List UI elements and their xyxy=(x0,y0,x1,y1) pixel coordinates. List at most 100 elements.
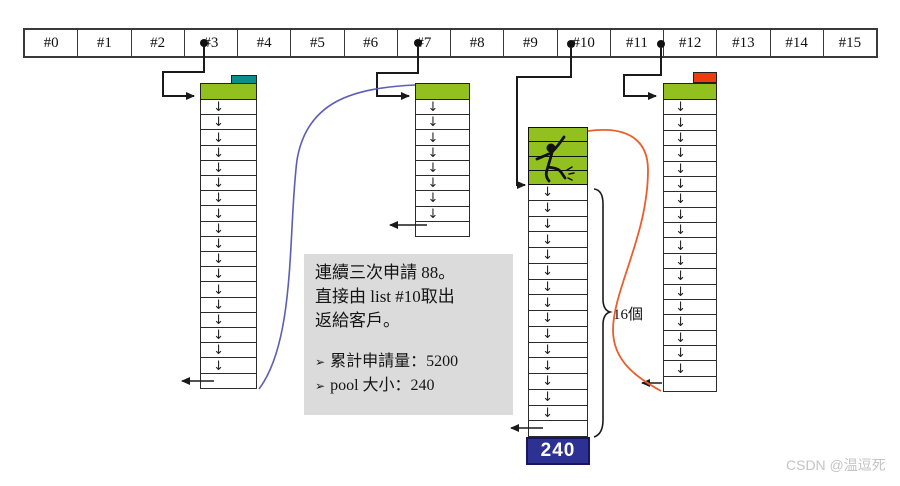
next-pointer-arrow: ↓ xyxy=(675,284,687,300)
next-pointer-arrow: ↓ xyxy=(675,161,687,177)
free-block: ↓ xyxy=(201,161,256,177)
free-block: ↓ xyxy=(201,282,256,298)
next-pointer-arrow: ↓ xyxy=(542,185,553,201)
free-block: ↓ xyxy=(664,177,716,193)
next-pointer-arrow: ↓ xyxy=(542,248,553,264)
free-block: ↓ xyxy=(529,280,587,296)
free-block: ↓ xyxy=(416,191,469,207)
free-blocks-list7: ↓↓↓↓↓↓↓↓ xyxy=(415,100,470,237)
bullet-arrow-icon: ➢ xyxy=(315,355,326,370)
free-block: ↓ xyxy=(416,130,469,146)
next-pointer-arrow: ↓ xyxy=(542,295,553,311)
next-pointer-arrow: ↓ xyxy=(213,145,225,161)
free-block xyxy=(201,374,256,388)
free-block: ↓ xyxy=(529,248,587,264)
next-pointer-arrow: ↓ xyxy=(213,221,225,237)
next-pointer-arrow: ↓ xyxy=(675,253,687,269)
next-pointer-arrow: ↓ xyxy=(542,311,553,327)
free-block: ↓ xyxy=(529,358,587,374)
free-block: ↓ xyxy=(529,201,587,217)
freelist-array: #0#1#2#3#4#5#6#7#8#9#10#11#12#13#14#15 xyxy=(23,28,878,58)
taken-block xyxy=(529,170,587,185)
next-pointer-arrow: ↓ xyxy=(542,201,553,217)
free-block xyxy=(664,377,716,391)
free-block: ↓ xyxy=(201,130,256,146)
next-pointer-arrow: ↓ xyxy=(675,315,687,331)
free-block: ↓ xyxy=(664,315,716,331)
free-block: ↓ xyxy=(201,222,256,237)
next-pointer-arrow: ↓ xyxy=(542,342,553,358)
array-slot: #15 xyxy=(838,34,862,51)
corner-block-red xyxy=(693,72,717,83)
free-block: ↓ xyxy=(664,346,716,362)
free-blocks-list3: ↓↓↓↓↓↓↓↓↓↓↓↓↓↓↓↓↓↓ xyxy=(200,100,257,389)
next-pointer-arrow: ↓ xyxy=(542,232,553,248)
next-pointer-arrow: ↓ xyxy=(675,207,687,223)
note-bullets: ➢ 累計申請量：5200 ➢ pool 大小：240 xyxy=(315,350,503,396)
next-pointer-arrow: ↓ xyxy=(542,279,553,295)
free-block: ↓ xyxy=(529,295,587,311)
next-pointer-arrow: ↓ xyxy=(213,297,225,313)
chunk-head-list3 xyxy=(200,83,257,100)
next-pointer-arrow: ↓ xyxy=(427,145,439,161)
next-pointer-arrow: ↓ xyxy=(213,236,225,252)
chunk-head-list12 xyxy=(663,83,717,100)
note-line: 返給客戶。 xyxy=(315,311,400,331)
free-block: ↓ xyxy=(529,264,587,280)
free-block: ↓ xyxy=(201,358,256,374)
next-pointer-arrow: ↓ xyxy=(213,312,225,328)
next-pointer-arrow: ↓ xyxy=(427,161,439,177)
next-pointer-arrow: ↓ xyxy=(213,176,225,192)
free-block: ↓ xyxy=(664,192,716,208)
next-pointer-arrow: ↓ xyxy=(213,191,225,207)
free-block: ↓ xyxy=(664,331,716,346)
free-block: ↓ xyxy=(664,253,716,270)
note-line: 連續三次申請 88。 xyxy=(315,263,456,282)
watermark-text: CSDN @温逗死 xyxy=(786,457,886,473)
free-block: ↓ xyxy=(529,311,587,327)
free-block: ↓ xyxy=(416,146,469,161)
free-block: ↓ xyxy=(664,100,716,116)
next-pointer-arrow: ↓ xyxy=(213,328,225,344)
note-line: 直接由 list #10取出 xyxy=(315,287,455,307)
taken-block xyxy=(529,128,587,143)
free-block: ↓ xyxy=(416,115,469,131)
next-pointer-arrow: ↓ xyxy=(675,223,687,239)
next-pointer-arrow: ↓ xyxy=(213,115,225,131)
next-pointer-arrow: ↓ xyxy=(542,374,553,390)
next-pointer-arrow: ↓ xyxy=(213,100,225,116)
free-block: ↓ xyxy=(416,176,469,192)
chunk-head-list7 xyxy=(415,83,470,100)
next-pointer-arrow: ↓ xyxy=(427,100,439,116)
array-slot: #9 xyxy=(504,30,558,56)
bullet-arrow-icon: ➢ xyxy=(315,378,326,393)
array-slot: #0 xyxy=(25,30,79,56)
free-block: ↓ xyxy=(201,236,256,253)
free-block: ↓ xyxy=(664,131,716,147)
next-pointer-arrow: ↓ xyxy=(427,176,439,192)
next-pointer-arrow: ↓ xyxy=(427,130,439,146)
array-slot: #7 xyxy=(398,30,451,56)
free-block: ↓ xyxy=(664,269,716,285)
free-block: ↓ xyxy=(201,328,256,344)
next-pointer-arrow: ↓ xyxy=(542,358,553,374)
next-pointer-arrow: ↓ xyxy=(213,252,225,268)
free-block: ↓ xyxy=(529,343,587,359)
free-block: ↓ xyxy=(201,312,256,329)
free-block: ↓ xyxy=(529,374,587,390)
next-pointer-arrow: ↓ xyxy=(675,100,687,116)
array-slot: #2 xyxy=(132,30,185,56)
next-pointer-arrow: ↓ xyxy=(675,238,687,254)
array-slot: #8 xyxy=(451,30,505,56)
array-slot: #11 xyxy=(611,30,664,56)
next-pointer-arrow: ↓ xyxy=(213,343,225,359)
pool-size-block: 240 xyxy=(526,437,590,465)
free-block: ↓ xyxy=(664,300,716,316)
free-block: ↓ xyxy=(201,343,256,359)
free-block: ↓ xyxy=(416,207,469,222)
free-block: ↓ xyxy=(529,185,587,201)
free-block: ↓ xyxy=(416,161,469,177)
next-pointer-arrow: ↓ xyxy=(213,130,225,146)
free-block: ↓ xyxy=(664,285,716,300)
free-block: ↓ xyxy=(664,361,716,377)
